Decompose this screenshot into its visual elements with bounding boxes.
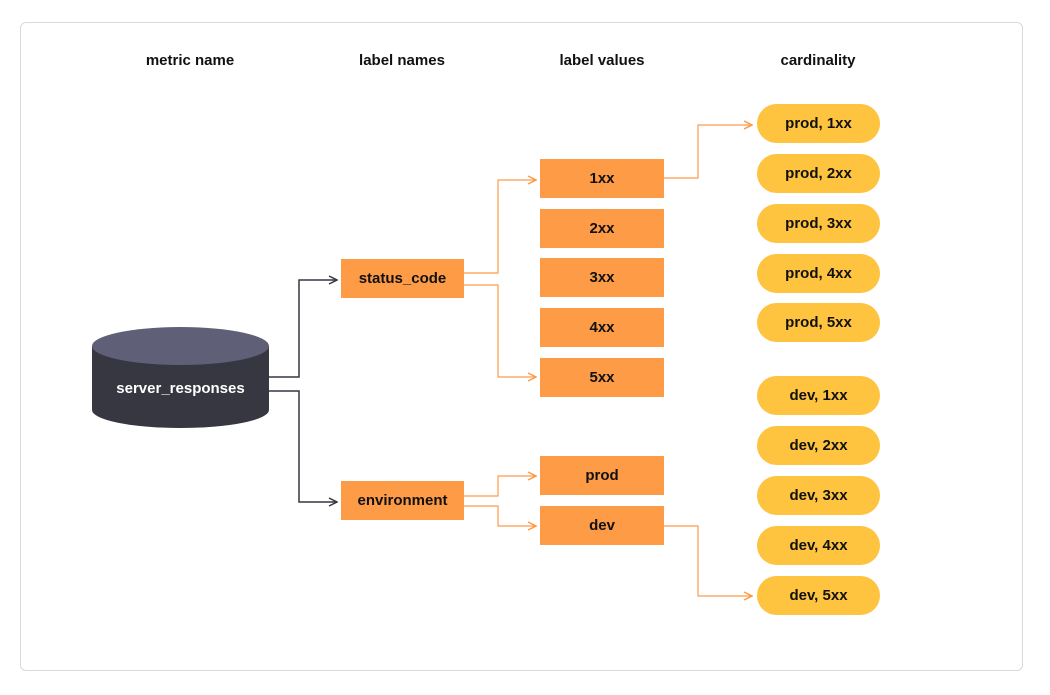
label-value-2xx: 2xx (540, 209, 664, 248)
cardinality-dev-4xx: dev, 4xx (757, 526, 880, 565)
arrow-environment-to-prod (464, 476, 536, 497)
cardinality-dev-1xx: dev, 1xx (757, 376, 880, 415)
metric-name: server_responses (116, 380, 245, 397)
cardinality-dev-3xx: dev, 3xx (757, 476, 880, 515)
header-metric-name: metric name (145, 52, 235, 69)
label-name-status-code: status_code (341, 259, 464, 298)
cardinality-prod-4xx: prod, 4xx (757, 254, 880, 293)
label-value-3xx: 3xx (540, 258, 664, 297)
label-value-4xx: 4xx (540, 308, 664, 347)
arrow-environment-to-dev (464, 505, 536, 526)
arrow-db-to-status-code (269, 280, 337, 378)
label-value-prod: prod (540, 456, 664, 495)
arrow-1xx-to-prod-1xx (664, 125, 752, 179)
arrow-status-code-to-5xx (464, 284, 536, 377)
arrow-status-code-to-1xx (464, 180, 536, 274)
cardinality-prod-1xx: prod, 1xx (757, 104, 880, 143)
label-value-5xx: 5xx (540, 358, 664, 397)
arrow-dev-to-dev-5xx (664, 525, 752, 596)
header-cardinality: cardinality (780, 52, 856, 69)
header-label-values: label values (559, 52, 645, 69)
cardinality-dev-5xx: dev, 5xx (757, 576, 880, 615)
label-value-dev: dev (540, 506, 664, 545)
label-value-1xx: 1xx (540, 159, 664, 198)
header-label-names: label names (359, 52, 445, 69)
cardinality-prod-2xx: prod, 2xx (757, 154, 880, 193)
label-name-environment: environment (341, 481, 464, 520)
cardinality-dev-2xx: dev, 2xx (757, 426, 880, 465)
arrow-db-to-environment (269, 390, 337, 502)
cardinality-prod-5xx: prod, 5xx (757, 303, 880, 342)
cardinality-prod-3xx: prod, 3xx (757, 204, 880, 243)
database-icon (92, 327, 269, 428)
